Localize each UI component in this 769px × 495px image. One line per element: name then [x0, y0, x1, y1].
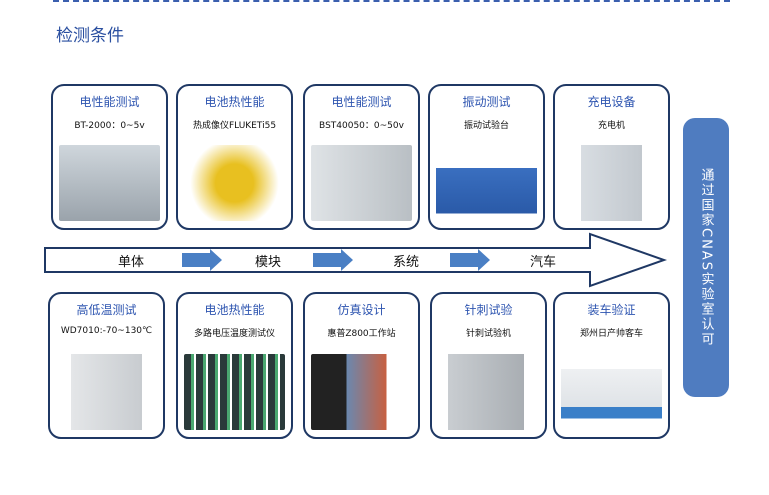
stage-label: 系统	[393, 255, 420, 270]
card-title: 高低温测试	[76, 303, 137, 317]
equipment-image	[184, 354, 285, 430]
card-subtitle: BT-2000：0~5v	[74, 121, 145, 131]
card-title: 电性能测试	[79, 95, 140, 109]
equipment-card: 装车验证郑州日产帅客车	[553, 292, 670, 439]
top-divider	[53, 0, 730, 2]
equipment-card: 充电设备充电机	[553, 84, 670, 230]
stage-label: 模块	[255, 255, 282, 270]
card-subtitle: 针刺试验机	[465, 329, 511, 339]
step-arrow-icon	[182, 249, 222, 271]
card-title: 电性能测试	[331, 95, 392, 109]
stage-label: 汽车	[530, 255, 557, 270]
card-subtitle: 惠普Z800工作站	[327, 329, 396, 339]
equipment-image	[438, 354, 539, 430]
card-subtitle: 振动试验台	[463, 121, 509, 131]
card-title: 电池热性能	[204, 303, 265, 317]
equipment-image	[311, 145, 412, 221]
equipment-card: 电性能测试 BST40050：0~50v	[303, 84, 420, 230]
card-title: 振动测试	[462, 95, 511, 109]
card-subtitle: 郑州日产帅客车	[579, 329, 643, 339]
equipment-image	[561, 145, 662, 221]
equipment-card: 电池热性能多路电压温度测试仪	[176, 292, 293, 439]
equipment-image	[56, 354, 157, 430]
card-title: 仿真设计	[337, 303, 386, 317]
equipment-image	[436, 145, 537, 221]
equipment-card: 针刺试验针刺试验机	[430, 292, 547, 439]
equipment-card: 电性能测试 BT-2000：0~5v	[51, 84, 168, 230]
step-arrow-icon	[450, 249, 490, 271]
equipment-card: 电池热性能热成像仪FLUKETi55	[176, 84, 293, 230]
equipment-card: 仿真设计惠普Z800工作站	[303, 292, 420, 439]
equipment-image	[184, 145, 285, 221]
step-arrow-icon	[313, 249, 353, 271]
equipment-image	[561, 354, 662, 430]
stage-label: 单体	[118, 255, 145, 270]
card-subtitle: BST40050：0~50v	[319, 121, 404, 131]
page-title: 检测条件	[56, 26, 124, 46]
card-title: 充电设备	[587, 95, 636, 109]
equipment-image	[59, 145, 160, 221]
card-subtitle: WD7010:-70~130℃	[60, 326, 153, 336]
card-title: 装车验证	[587, 303, 636, 317]
equipment-card: 高低温测试 WD7010:-70~130℃	[48, 292, 165, 439]
card-title: 电池热性能	[204, 95, 265, 109]
card-title: 针刺试验	[464, 303, 513, 317]
card-subtitle: 充电机	[597, 121, 625, 131]
equipment-card: 振动测试振动试验台	[428, 84, 545, 230]
card-subtitle: 多路电压温度测试仪	[193, 329, 275, 339]
certification-badge: 通过国家CNAS实验室认可	[683, 118, 729, 397]
card-subtitle: 热成像仪FLUKETi55	[192, 121, 277, 131]
equipment-image	[311, 354, 412, 430]
